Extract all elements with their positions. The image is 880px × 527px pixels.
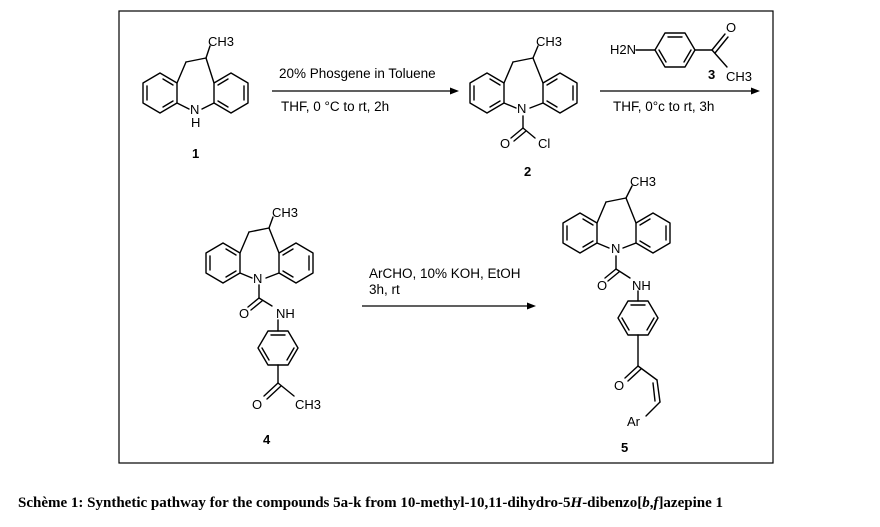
step2-condition-below: THF, 0°c to rt, 3h: [613, 99, 714, 114]
caption-suffix: ]azepine 1: [658, 495, 723, 511]
c4-o-ketone-label: O: [252, 397, 262, 412]
compound-4-number: 4: [263, 432, 271, 447]
reaction-step-2: THF, 0°c to rt, 3h: [600, 87, 760, 114]
c5-ch3-top-label: CH3: [630, 174, 656, 189]
c5-n-label: N: [611, 241, 620, 256]
scheme-frame: [118, 10, 774, 464]
caption-comma: ,: [650, 495, 654, 511]
step3-reagent-line2: 3h, rt: [369, 282, 400, 297]
c5-nh-label: NH: [632, 278, 651, 293]
c4-o-amide-label: O: [239, 306, 249, 321]
compound-3-number: 3: [708, 67, 715, 82]
c1-n-label: N: [190, 102, 199, 117]
c1-nh-h-label: H: [191, 115, 200, 130]
c4-nh-label: NH: [276, 306, 295, 321]
c3-ch3-label: CH3: [726, 69, 752, 84]
c5-o-enone-label: O: [614, 378, 624, 393]
compound-1-number: 1: [192, 146, 199, 161]
reaction-step-3: ArCHO, 10% KOH, EtOH 3h, rt: [362, 266, 536, 310]
c1-ch3-label: CH3: [208, 34, 234, 49]
c3-o-label: O: [726, 20, 736, 35]
c3-h2n-label: H2N: [610, 42, 636, 57]
compound-1: CH3 N H 1: [142, 34, 249, 161]
c4-ch3-ketone-label: CH3: [295, 397, 321, 412]
caption-h-italic: H: [570, 495, 584, 511]
caption-mid: -dibenzo[: [582, 495, 642, 511]
caption-prefix: Schème 1: Synthetic pathway for the comp…: [18, 495, 571, 511]
compound-5-number: 5: [621, 440, 628, 455]
compound-5: CH3 N O NH O Ar 5: [562, 174, 671, 455]
compound-2-number: 2: [524, 164, 531, 179]
scheme-caption: Schème 1: Synthetic pathway for the comp…: [18, 495, 723, 511]
c4-n-label: N: [253, 271, 262, 286]
compound-2: CH3 N O Cl 2: [469, 34, 578, 179]
c2-cl-label: Cl: [538, 136, 550, 151]
c4-ch3-top-label: CH3: [272, 205, 298, 220]
step1-condition-below: THF, 0 °C to rt, 2h: [281, 99, 389, 114]
step1-reagent-above: 20% Phosgene in Toluene: [279, 66, 436, 81]
reaction-step-1: 20% Phosgene in Toluene THF, 0 °C to rt,…: [272, 66, 459, 114]
caption-f-italic: f: [653, 495, 660, 511]
c2-n-label: N: [517, 101, 526, 116]
step3-reagent-line1: ArCHO, 10% KOH, EtOH: [369, 266, 521, 281]
c5-ar-label: Ar: [627, 414, 641, 429]
c5-o-amide-label: O: [597, 278, 607, 293]
c2-o-label: O: [500, 136, 510, 151]
compound-3: H2N O CH3 3: [610, 20, 752, 84]
caption-b-italic: b: [642, 495, 650, 511]
c2-ch3-label: CH3: [536, 34, 562, 49]
compound-4: CH3 N O NH O CH3 4: [205, 205, 321, 447]
